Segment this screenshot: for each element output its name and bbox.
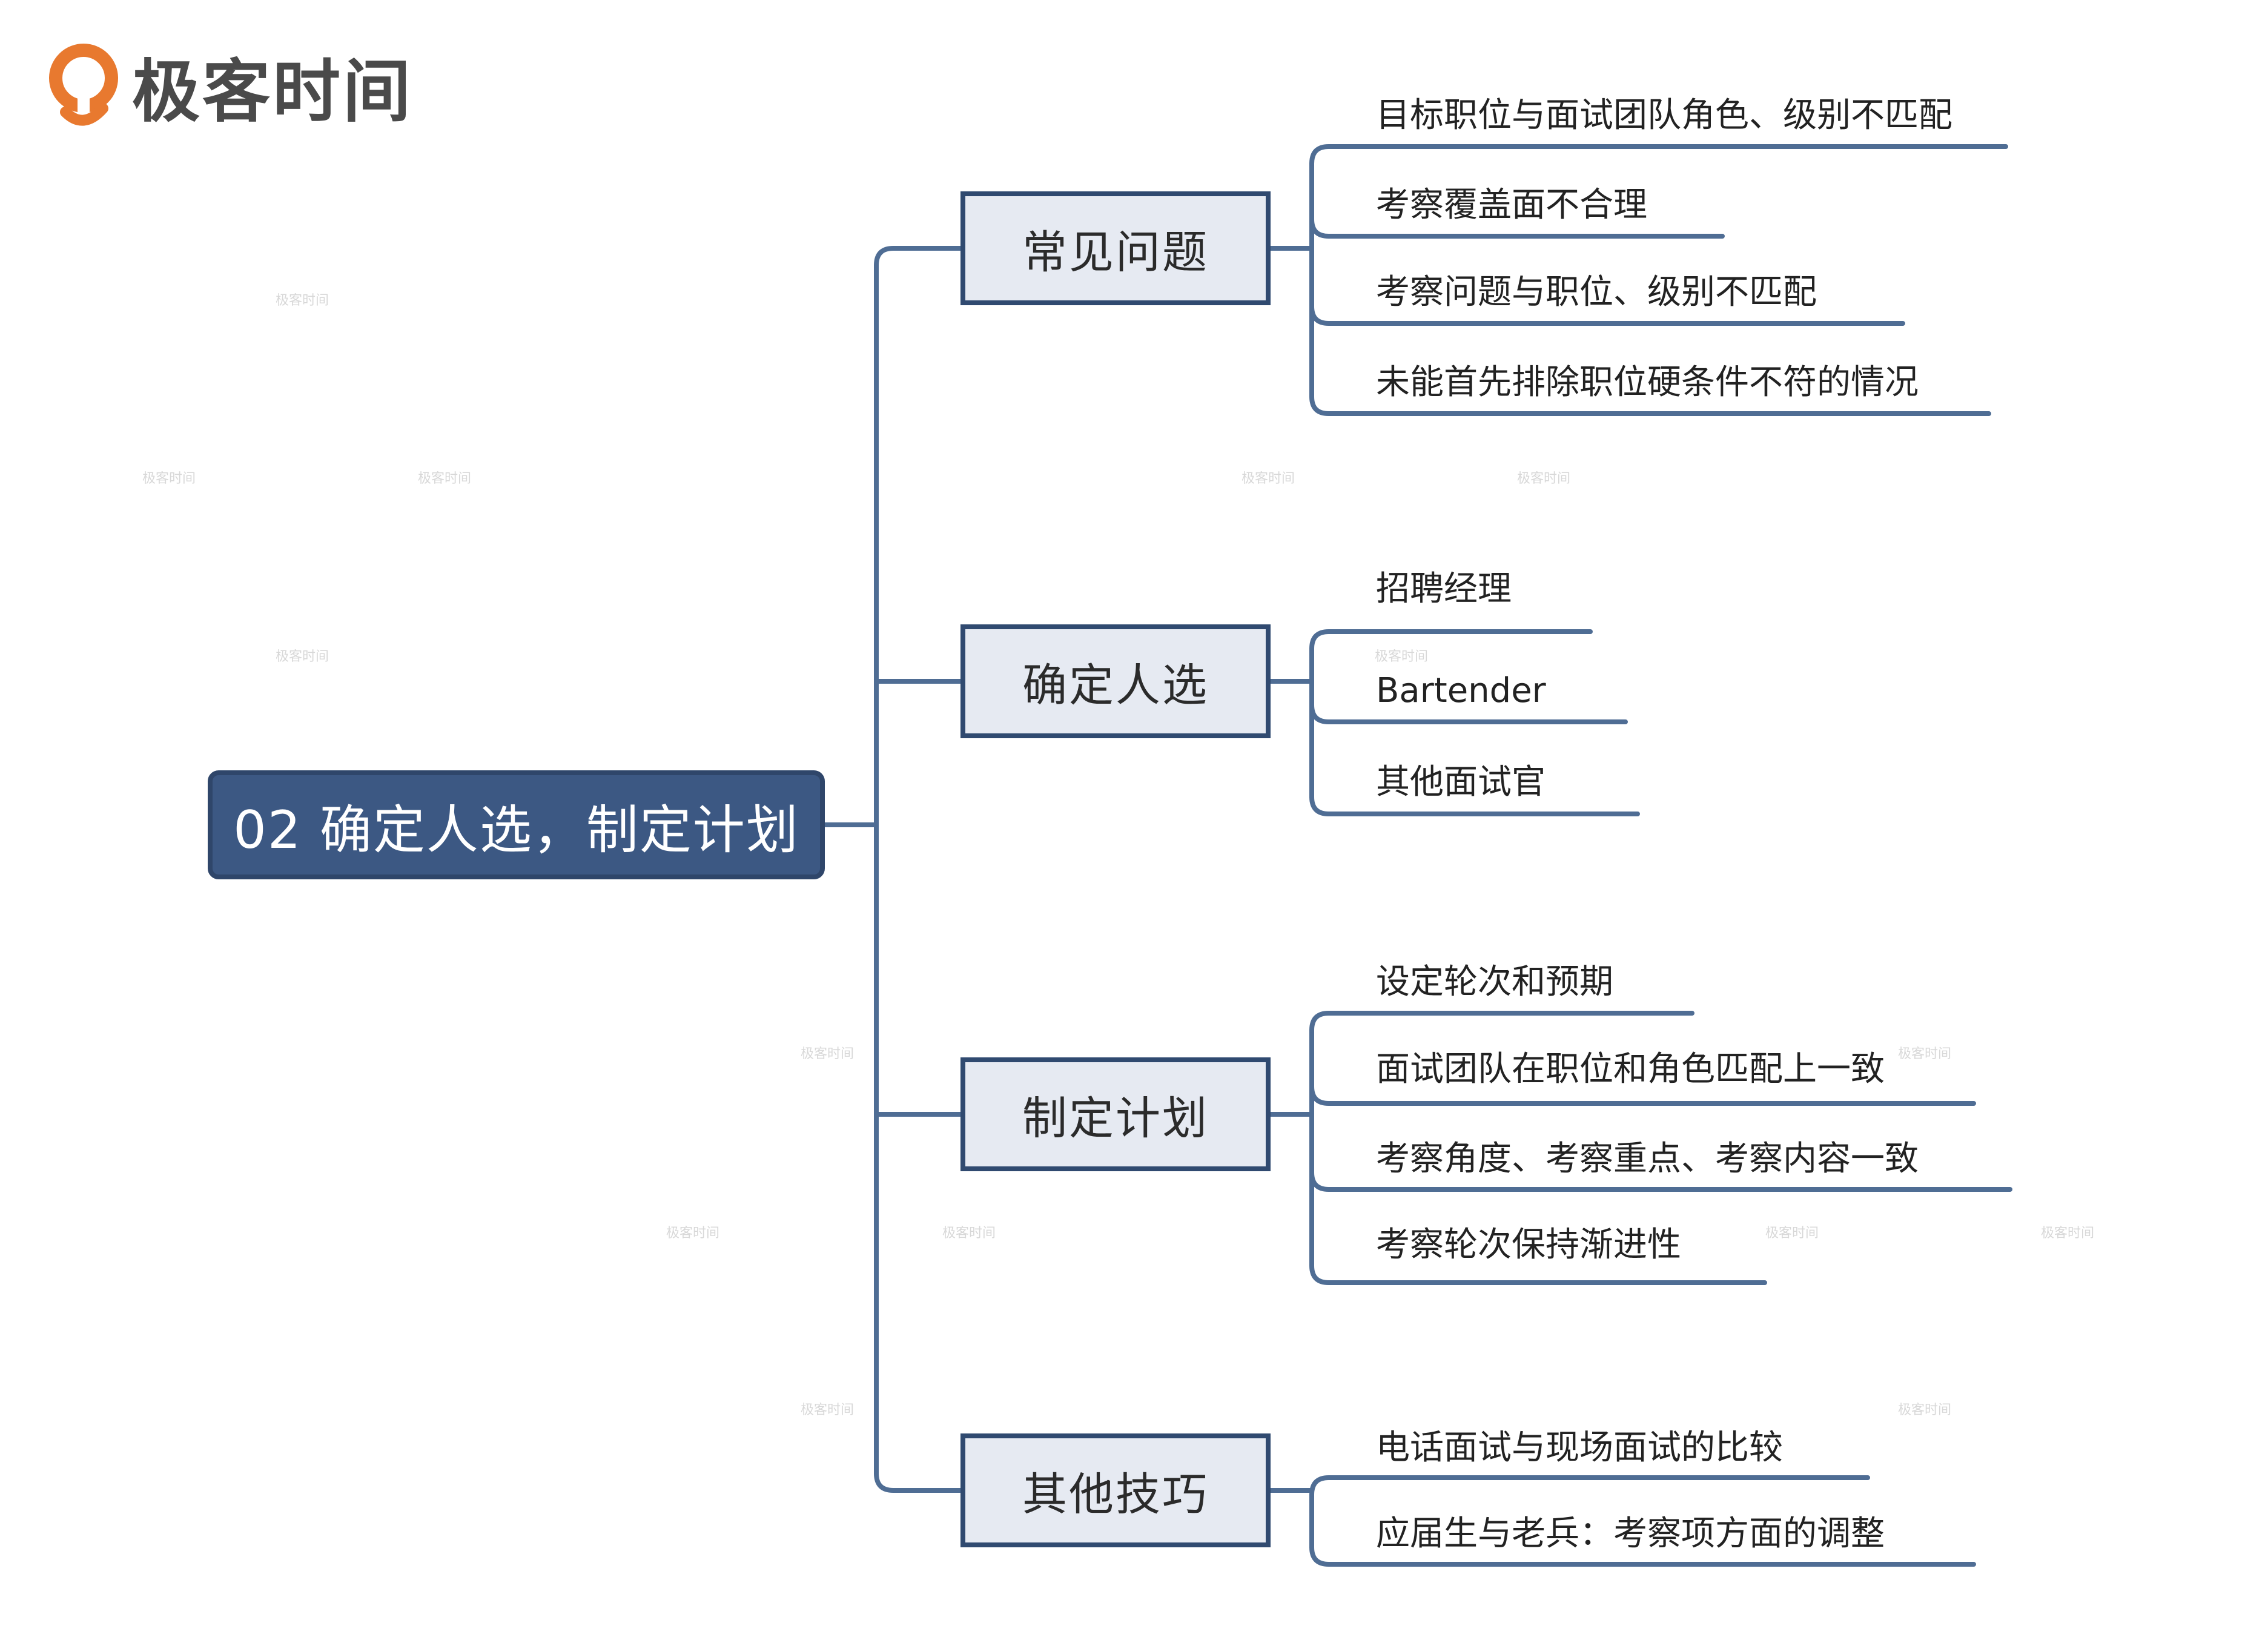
- leaf-item[interactable]: 面试团队在职位和角色匹配上一致: [1376, 1050, 1885, 1089]
- leaf-underline: [1309, 1170, 2012, 1192]
- watermark-label: 极客时间: [2041, 1226, 2095, 1241]
- topic-determine-candidates[interactable]: 确定人选: [960, 624, 1271, 738]
- watermark-label: 极客时间: [1898, 1046, 1952, 1062]
- leaf-underline: [1309, 144, 2008, 166]
- leaf-underline: [1309, 795, 1640, 816]
- topic-label: 确定人选: [1022, 659, 1209, 712]
- watermark-label: 极客时间: [418, 471, 472, 486]
- watermark-label: 极客时间: [942, 1226, 996, 1241]
- leaf-item[interactable]: Bartender: [1376, 671, 1546, 710]
- leaf-item[interactable]: 设定轮次和预期: [1376, 962, 1613, 1002]
- leaf-underline: [1309, 1011, 1694, 1033]
- topic-label: 制定计划: [1022, 1092, 1209, 1145]
- leaf-underline: [1309, 1084, 1976, 1106]
- leaf-item[interactable]: 其他面试官: [1376, 762, 1546, 802]
- watermark-label: 极客时间: [142, 471, 196, 486]
- topic-make-plan[interactable]: 制定计划: [960, 1057, 1271, 1171]
- leaf-underline: [1309, 702, 1628, 724]
- watermark-label: 极客时间: [1898, 1403, 1952, 1418]
- watermark-label: 极客时间: [1375, 649, 1429, 664]
- branch-connector: [874, 246, 963, 268]
- topic-label: 常见问题: [1022, 226, 1209, 279]
- leaf-item[interactable]: 应届生与老兵：考察项方面的调整: [1376, 1514, 1885, 1553]
- watermark-label: 极客时间: [801, 1046, 855, 1062]
- leaf-item[interactable]: 考察轮次保持渐进性: [1376, 1225, 1681, 1264]
- watermark-label: 极客时间: [1765, 1226, 1819, 1241]
- leaf-underline: [1309, 629, 1593, 651]
- topic-other-tips[interactable]: 其他技巧: [960, 1433, 1271, 1547]
- leaf-item[interactable]: 考察问题与职位、级别不匹配: [1376, 273, 1817, 312]
- brand-logo: 极客时间: [47, 38, 413, 134]
- watermark-label: 极客时间: [666, 1226, 720, 1241]
- root-topic[interactable]: 02 确定人选，制定计划: [208, 770, 825, 879]
- leaf-underline: [1309, 394, 1991, 416]
- leaf-item[interactable]: 考察角度、考察重点、考察内容一致: [1376, 1139, 1919, 1179]
- watermark-label: 极客时间: [1517, 471, 1571, 486]
- leaf-underline: [1309, 304, 1905, 326]
- leaf-item[interactable]: 未能首先排除职位硬条件不符的情况: [1376, 363, 1919, 402]
- root-topic-label: 02 确定人选，制定计划: [233, 799, 799, 861]
- leaf-underline: [1309, 1545, 1976, 1567]
- geektime-logo-icon: [49, 44, 118, 126]
- watermark-label: 极客时间: [1241, 471, 1295, 486]
- brand-name: 极客时间: [132, 53, 413, 131]
- topic-common-problems[interactable]: 常见问题: [960, 191, 1271, 305]
- watermark-label: 极客时间: [276, 293, 329, 308]
- leaf-underline: [1309, 1475, 1870, 1497]
- leaf-underline: [1309, 217, 1725, 239]
- leaf-item[interactable]: 考察覆盖面不合理: [1376, 185, 1647, 225]
- topic-label: 其他技巧: [1022, 1468, 1209, 1521]
- leaf-underline: [1309, 1263, 1767, 1285]
- leaf-item[interactable]: 招聘经理: [1376, 569, 1512, 609]
- watermark-label: 极客时间: [801, 1403, 855, 1418]
- branch-connector: [874, 1471, 963, 1493]
- watermark-label: 极客时间: [276, 649, 329, 664]
- leaf-item[interactable]: 电话面试与现场面试的比较: [1376, 1428, 1783, 1467]
- leaf-item[interactable]: 目标职位与面试团队角色、级别不匹配: [1376, 96, 1952, 135]
